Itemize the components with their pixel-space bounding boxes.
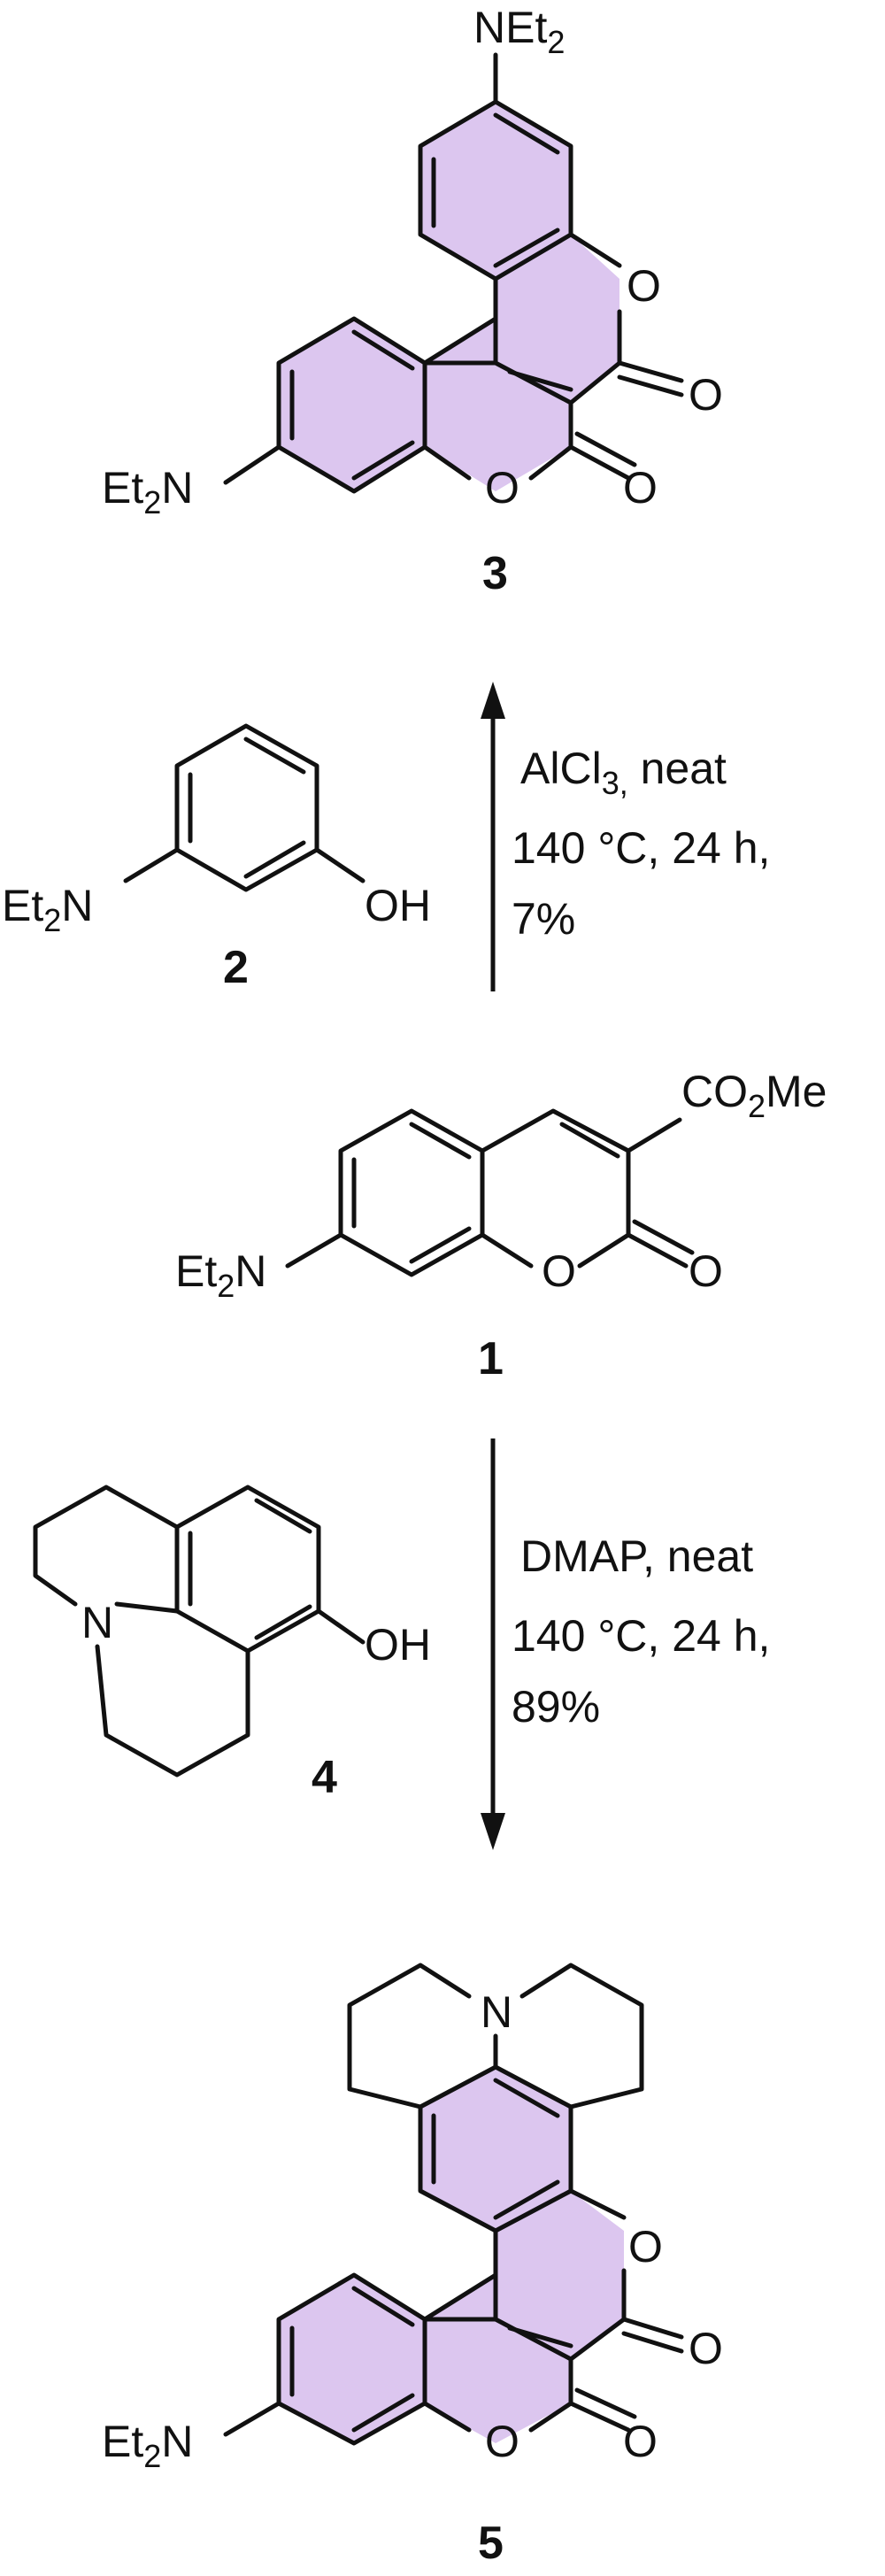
bond xyxy=(276,316,427,494)
net2-label: NEt2 xyxy=(473,3,565,60)
carbonyl-oxygen-label: O xyxy=(689,1246,723,1296)
arrow-head xyxy=(481,682,505,719)
bond xyxy=(621,2317,684,2354)
bond xyxy=(314,847,366,883)
ring-oxygen-label: O xyxy=(485,463,519,513)
conditions-top: AlCl3, neat 140 °C, 24 h, 7% xyxy=(512,744,770,944)
nitrogen-label: N xyxy=(481,1987,512,2037)
compound-2: Et2N OH 2 xyxy=(2,723,431,993)
compound-5: N O O O O Et2N 5 xyxy=(102,1963,723,2569)
bond xyxy=(626,1219,695,1269)
bond xyxy=(617,360,684,397)
bond xyxy=(95,1644,250,1778)
bond xyxy=(223,444,281,485)
ring-oxygen-label: O xyxy=(627,261,661,311)
bonds xyxy=(223,1963,684,2446)
bond xyxy=(223,2401,281,2437)
reagent-dmap: DMAP, neat xyxy=(520,1531,753,1581)
bond xyxy=(188,1498,312,1640)
yield-label: 7% xyxy=(512,894,575,944)
bond xyxy=(338,1108,485,1277)
bond xyxy=(351,1122,472,1264)
bond xyxy=(316,1608,366,1645)
arrow-head xyxy=(481,1813,505,1850)
carbonyl-oxygen-label: O xyxy=(623,2417,658,2466)
bond xyxy=(188,737,306,879)
compound-number: 1 xyxy=(478,1333,504,1384)
carbonyl-oxygen-label: O xyxy=(689,2324,723,2373)
arrow-top xyxy=(481,682,505,991)
conditions-line: 140 °C, 24 h, xyxy=(512,823,770,873)
hydroxyl-label: OH xyxy=(365,881,431,930)
compound-number: 4 xyxy=(312,1752,337,1803)
bond xyxy=(422,316,498,366)
bond xyxy=(431,112,560,268)
et2n-label: Et2N xyxy=(102,463,193,521)
ring-oxygen-label: O xyxy=(542,1246,576,1296)
bond xyxy=(507,369,573,392)
bond xyxy=(480,1108,631,1269)
compound-3: NEt2 O O O O Et2N 3 xyxy=(102,3,723,599)
bond xyxy=(289,2286,415,2433)
hydroxyl-label: OH xyxy=(365,1620,431,1670)
highlight-aromatic-ring xyxy=(279,2275,425,2443)
conditions-line: 140 °C, 24 h, xyxy=(512,1611,770,1661)
highlight-regions xyxy=(279,2067,624,2443)
bond xyxy=(431,2078,560,2220)
bond xyxy=(276,2272,427,2446)
compound-number: 3 xyxy=(482,548,508,599)
arrow-bottom xyxy=(481,1438,505,1850)
et2n-label: Et2N xyxy=(175,1246,266,1304)
ring-oxygen-label: O xyxy=(628,2222,663,2271)
highlight-aromatic-ring xyxy=(420,2067,571,2231)
bond xyxy=(559,1122,620,1159)
ester-label: CO2Me xyxy=(681,1067,827,1124)
bond xyxy=(347,1963,498,2109)
conditions-bottom: DMAP, neat 140 °C, 24 h, 89% xyxy=(512,1531,770,1731)
bond xyxy=(174,1485,321,1654)
carbonyl-oxygen-label: O xyxy=(689,370,723,420)
bond xyxy=(568,2387,637,2433)
bond xyxy=(174,723,319,892)
bonds xyxy=(33,1485,366,1778)
nitrogen-label: N xyxy=(81,1598,113,1647)
bond xyxy=(422,2272,498,2322)
bonds xyxy=(123,723,366,892)
bonds xyxy=(285,1108,695,1277)
bond xyxy=(289,329,415,481)
bond xyxy=(568,431,637,481)
reagent-alcl3: AlCl3, neat xyxy=(520,744,727,801)
highlight-aromatic-ring xyxy=(279,319,425,491)
bond xyxy=(123,847,180,883)
bond xyxy=(626,1117,682,1153)
compound-1: CO2Me Et2N O O 1 xyxy=(175,1067,827,1384)
highlight-aromatic-ring xyxy=(420,102,571,279)
compound-number: 5 xyxy=(478,2518,504,2569)
compound-number: 2 xyxy=(223,942,249,993)
compound-4: N OH 4 xyxy=(33,1485,431,1803)
et2n-label: Et2N xyxy=(102,2417,193,2474)
bond xyxy=(507,2325,573,2348)
et2n-label: Et2N xyxy=(2,881,93,938)
bond xyxy=(519,1963,644,2109)
yield-label: 89% xyxy=(512,1682,600,1731)
bond xyxy=(33,1485,180,1614)
highlight-regions xyxy=(279,102,620,491)
carbonyl-oxygen-label: O xyxy=(623,463,658,513)
ring-oxygen-label: O xyxy=(485,2417,519,2466)
bond xyxy=(285,1232,343,1269)
bonds xyxy=(223,52,684,494)
